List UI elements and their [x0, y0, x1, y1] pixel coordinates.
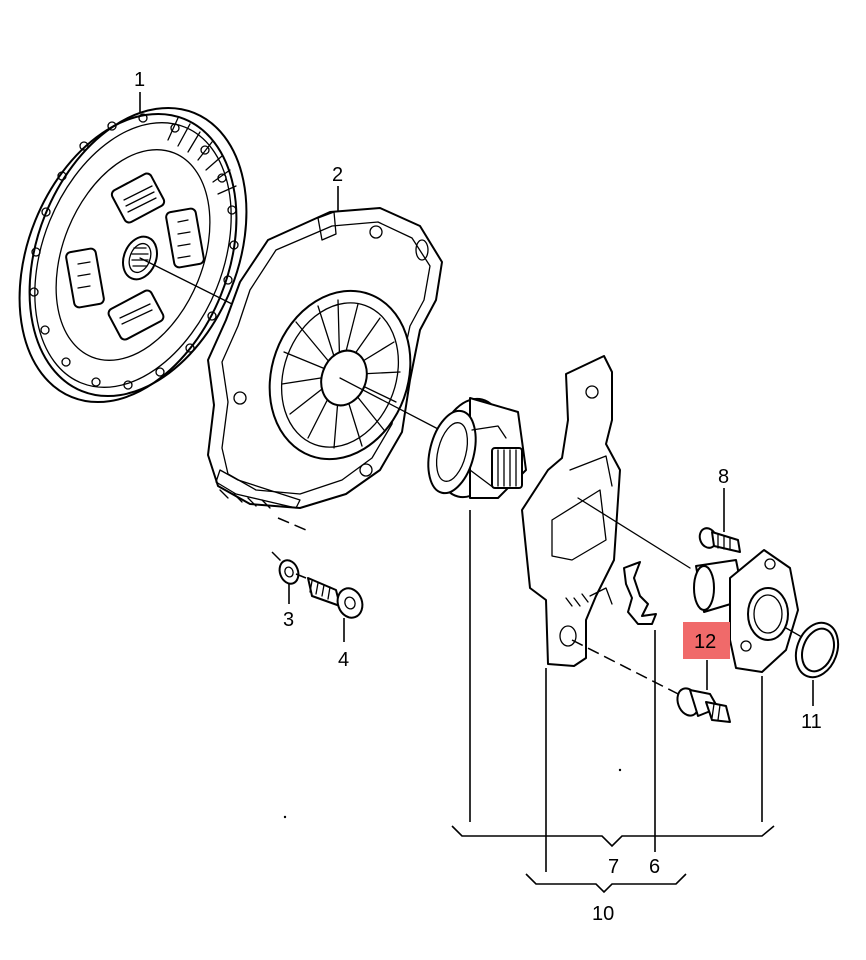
speck-dot: [283, 815, 287, 819]
washer-part: [271, 551, 300, 585]
spring-clip-part: [623, 561, 657, 625]
callout-3[interactable]: 3: [283, 609, 294, 631]
release-lever-part: [521, 355, 691, 701]
callout-6[interactable]: 6: [649, 856, 660, 878]
bolt-part: [295, 573, 364, 619]
speck-dot: [618, 768, 622, 772]
part-12-highlight: [683, 622, 730, 659]
flanged-bolt-part: [676, 687, 731, 723]
callout-8[interactable]: 8: [718, 466, 729, 488]
leader-lines: [139, 92, 814, 894]
callout-7[interactable]: 7: [608, 856, 619, 878]
pressure-plate-part: [207, 207, 443, 531]
callout-11[interactable]: 11: [801, 711, 822, 733]
small-bolt-part: [698, 527, 741, 553]
clutch-disc-part: [18, 106, 248, 404]
callout-12[interactable]: 12: [694, 631, 716, 653]
guide-sleeve-part: [693, 549, 799, 673]
callout-labels: 1 2 3 4 8 11 12 7 6 10: [134, 69, 822, 925]
o-ring-part: [785, 621, 840, 679]
callout-1[interactable]: 1: [134, 69, 145, 91]
callout-4[interactable]: 4: [338, 649, 349, 671]
callout-10[interactable]: 10: [592, 903, 614, 925]
release-bearing-part: [427, 397, 527, 499]
callout-2[interactable]: 2: [332, 164, 343, 186]
